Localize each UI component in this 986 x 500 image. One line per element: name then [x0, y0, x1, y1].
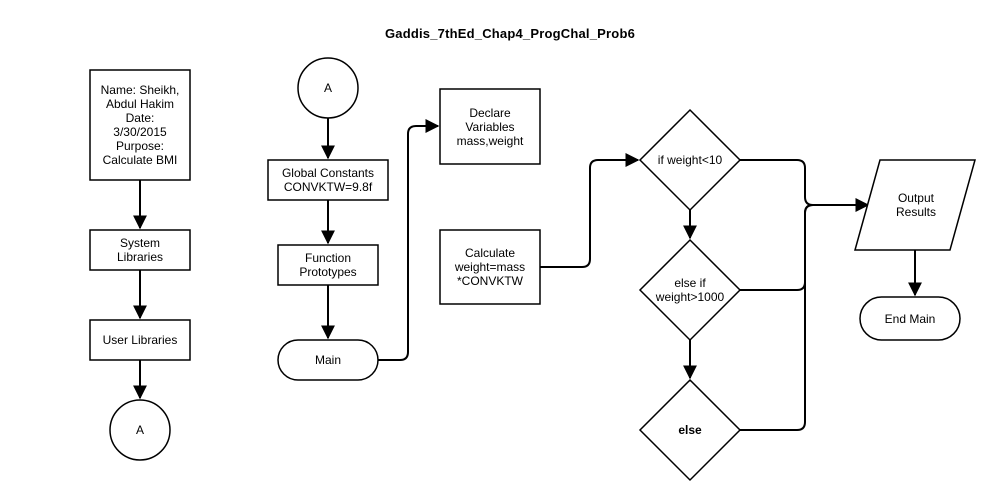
- function-prototypes-label: Function Prototypes: [299, 251, 357, 279]
- system-libraries-box: [89, 229, 191, 271]
- output-results-label: Output Results: [895, 191, 936, 219]
- calculate-weight-label: Calculate weight=mass *CONVKTW: [454, 246, 526, 288]
- arrow-main-to-declare: [378, 119, 440, 361]
- user-libraries-label: User Libraries: [102, 333, 178, 347]
- decision-else-if-label: else if weight>1000: [655, 276, 725, 304]
- line-else-if-to-merge: [740, 204, 814, 291]
- connector-a-left-label: A: [135, 423, 144, 437]
- diagram-title: Gaddis_7thEd_Chap4_ProgChal_Prob6: [384, 26, 636, 41]
- decision-if-label: if weight<10: [657, 153, 723, 167]
- end-main-terminator: [859, 296, 961, 341]
- main-label: Main: [314, 353, 341, 367]
- calculate-weight-box: [439, 229, 541, 305]
- end-main-label: End Main: [884, 311, 936, 326]
- declare-variables-label: Declare Variables mass,weight: [456, 105, 524, 148]
- system-libraries-label: System Libraries: [116, 236, 164, 264]
- decision-else-label: else: [678, 423, 702, 437]
- header-info-box: [89, 69, 191, 181]
- connector-a-top-label: A: [323, 81, 332, 95]
- declare-variables-box: [439, 88, 541, 165]
- arrow-calculate-to-if: [540, 153, 640, 268]
- global-constants-label: Global Constants CONVKTW=9.8f: [281, 166, 375, 194]
- connector-a-left-circle: [109, 399, 171, 461]
- output-results-parallelogram: [854, 159, 976, 251]
- line-if-to-output: [740, 159, 870, 212]
- header-info-label: Name: Sheikh, Abdul Hakim Date: 3/30/201…: [100, 83, 180, 167]
- decision-else-diamond: [638, 378, 742, 482]
- line-else-to-merge: [740, 204, 814, 431]
